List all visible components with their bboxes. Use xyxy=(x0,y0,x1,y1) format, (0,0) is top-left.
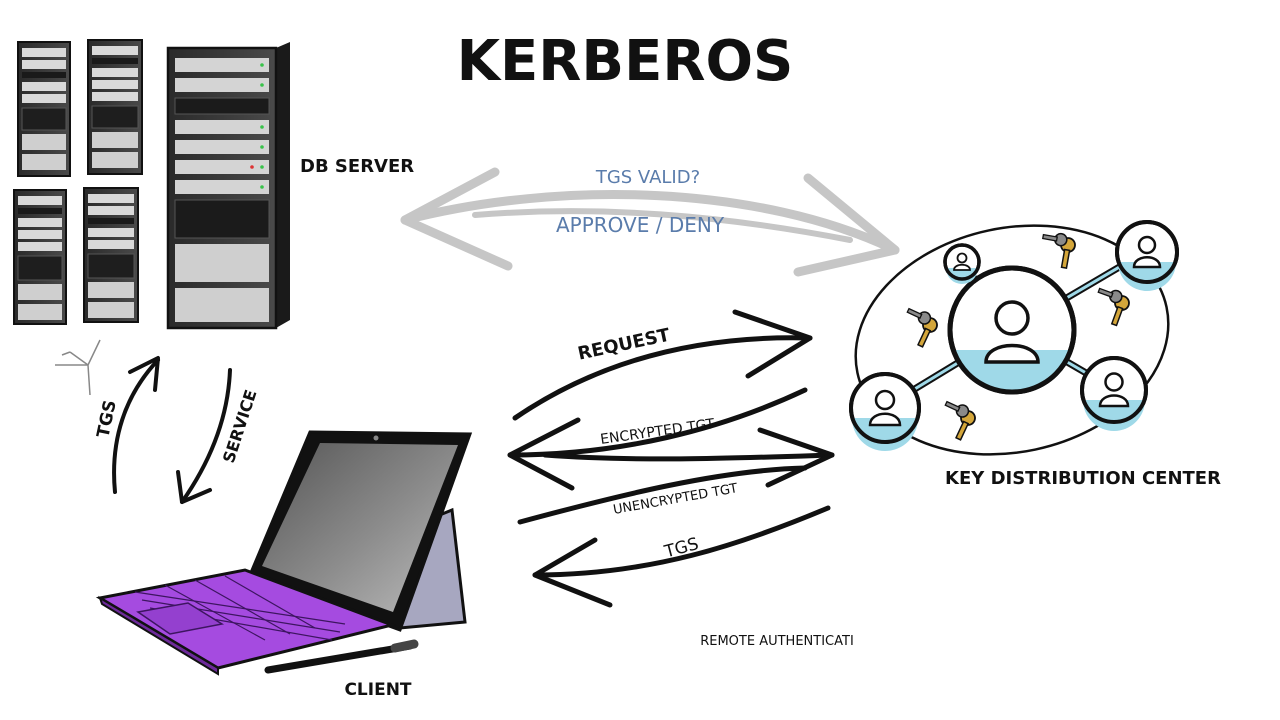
stylus-icon xyxy=(264,639,419,674)
client-label: CLIENT xyxy=(344,680,411,700)
key-icon xyxy=(906,307,938,348)
user-node-icon xyxy=(1080,356,1148,431)
laptop-icon xyxy=(95,430,473,676)
encrypted-tgt-label: ENCRYPTED TGT xyxy=(599,416,716,448)
tgs-valid-label: TGS VALID? xyxy=(595,167,700,188)
key-icon xyxy=(1041,232,1076,269)
kdc-network xyxy=(849,220,1179,456)
key-icon xyxy=(944,400,976,441)
approve-deny-label: APPROVE / DENY xyxy=(556,213,725,237)
tgs-kdc-label: TGS xyxy=(662,534,701,562)
server-rack-icon xyxy=(13,39,290,330)
tgs-validation-arrow xyxy=(400,167,900,277)
user-node-icon xyxy=(849,372,921,451)
request-label: REQUEST xyxy=(576,324,673,364)
user-node-icon xyxy=(947,265,1077,395)
antenna-sketch xyxy=(55,339,101,396)
user-node-icon xyxy=(1115,220,1179,291)
db-server-label: DB SERVER xyxy=(300,156,414,177)
server-exchange-arrows xyxy=(112,356,232,504)
key-icon xyxy=(1097,287,1130,327)
unencrypted-tgt-label: UNENCRYPTED TGT xyxy=(612,481,739,518)
user-node-icon xyxy=(943,243,981,284)
page-title: KERBEROS xyxy=(457,29,794,94)
caption-text: REMOTE AUTHENTICATI xyxy=(700,634,854,649)
kdc-label: KEY DISTRIBUTION CENTER xyxy=(945,468,1221,489)
kdc-exchange-arrows xyxy=(507,309,835,608)
